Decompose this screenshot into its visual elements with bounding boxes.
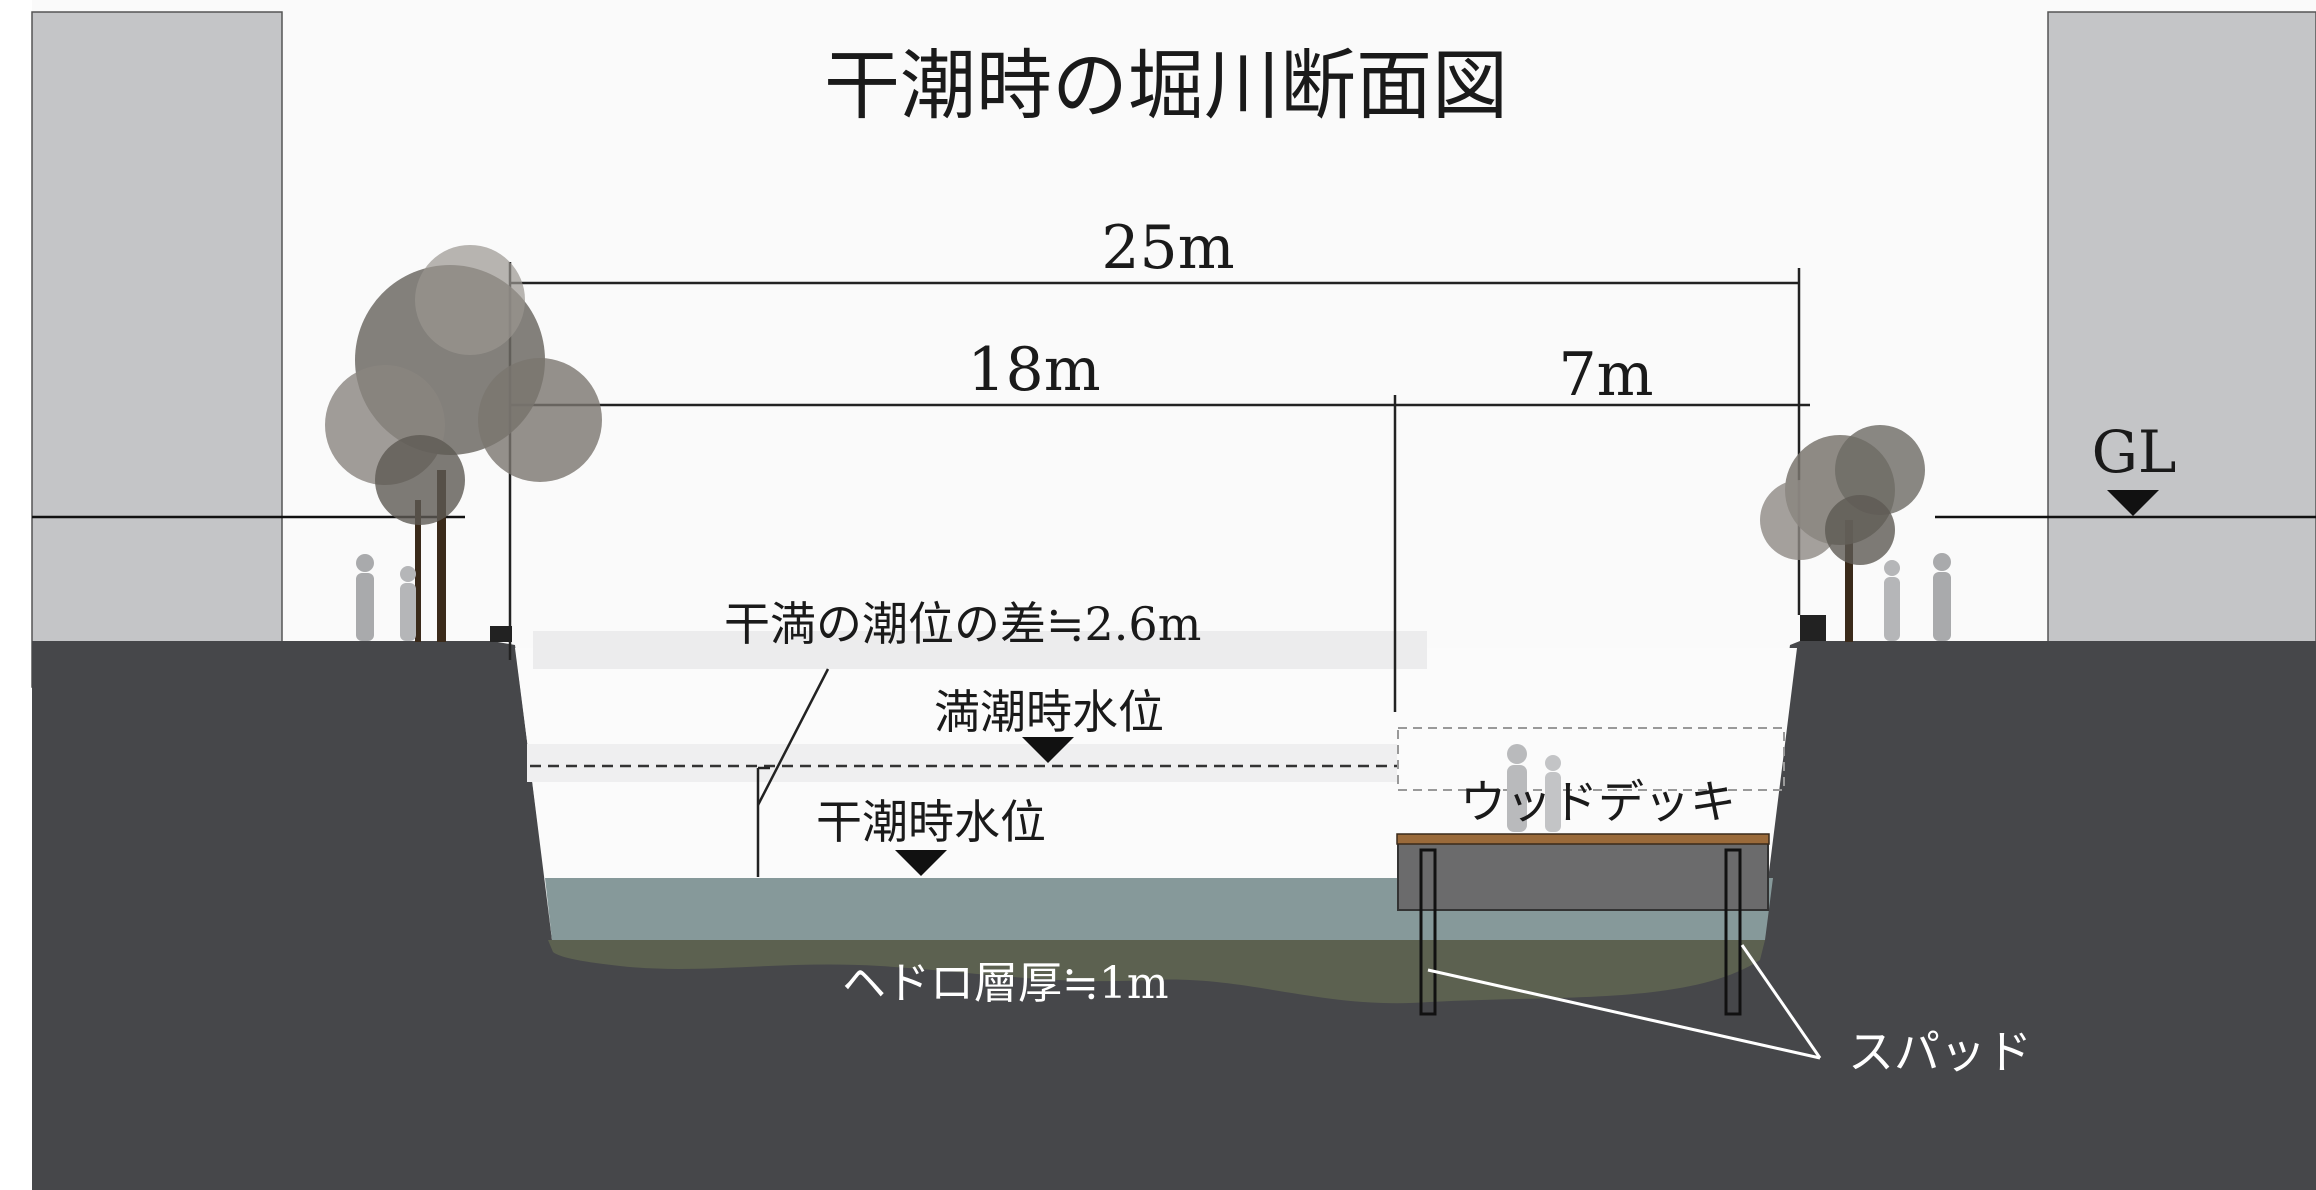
dim-total-label: 25m: [1101, 213, 1234, 283]
left-edge-bollard: [490, 626, 512, 642]
person-icon: [400, 566, 416, 641]
person-icon: [1507, 744, 1527, 832]
spud-left: [1419, 848, 1437, 1016]
wood-deck-surface: [1396, 833, 1770, 845]
tree-icon: [325, 245, 602, 642]
left-page-margin: [0, 0, 32, 1190]
level-marker-icon: [1022, 737, 1074, 763]
level-marker-icon: [895, 850, 947, 876]
sludge-thickness-label: ヘドロ層厚≒1m: [842, 958, 1169, 1009]
diagram-title: 干潮時の堀川断面図: [824, 41, 1508, 130]
wood-deck-label: ウッドデッキ: [1460, 775, 1736, 829]
tide-difference-leader: [756, 668, 830, 806]
spud-right: [1724, 848, 1742, 1016]
spud-label: スパッド: [1848, 1025, 2032, 1079]
gl-label: GL: [2092, 418, 2177, 486]
dim-deck-label: 7m: [1558, 340, 1653, 410]
high-tide-level-label: 満潮時水位: [934, 685, 1164, 739]
person-icon: [356, 554, 374, 641]
low-tide-level-label: 干潮時水位: [816, 795, 1046, 849]
sludge-layer: [548, 940, 1765, 1004]
person-icon: [1545, 755, 1561, 832]
spud-leader-left: [1427, 968, 1821, 1060]
tree-icon: [1760, 425, 1925, 642]
dim-channel-label: 18m: [967, 335, 1100, 405]
tide-difference-label: 干満の潮位の差≒2.6m: [724, 597, 1201, 651]
right-edge-bollard: [1800, 615, 1826, 641]
high-tide-band-top: [533, 631, 1427, 669]
deck-pontoon: [1397, 841, 1769, 911]
high-tide-band-bottom: [527, 744, 1397, 782]
person-icon: [1884, 560, 1900, 641]
level-marker-icon: [2107, 490, 2159, 516]
spud-leader-right: [1740, 944, 1822, 1059]
person-icon: [1933, 553, 1951, 641]
left-building: [31, 11, 283, 688]
right-building: [2047, 11, 2316, 688]
ground: [32, 641, 2316, 1190]
